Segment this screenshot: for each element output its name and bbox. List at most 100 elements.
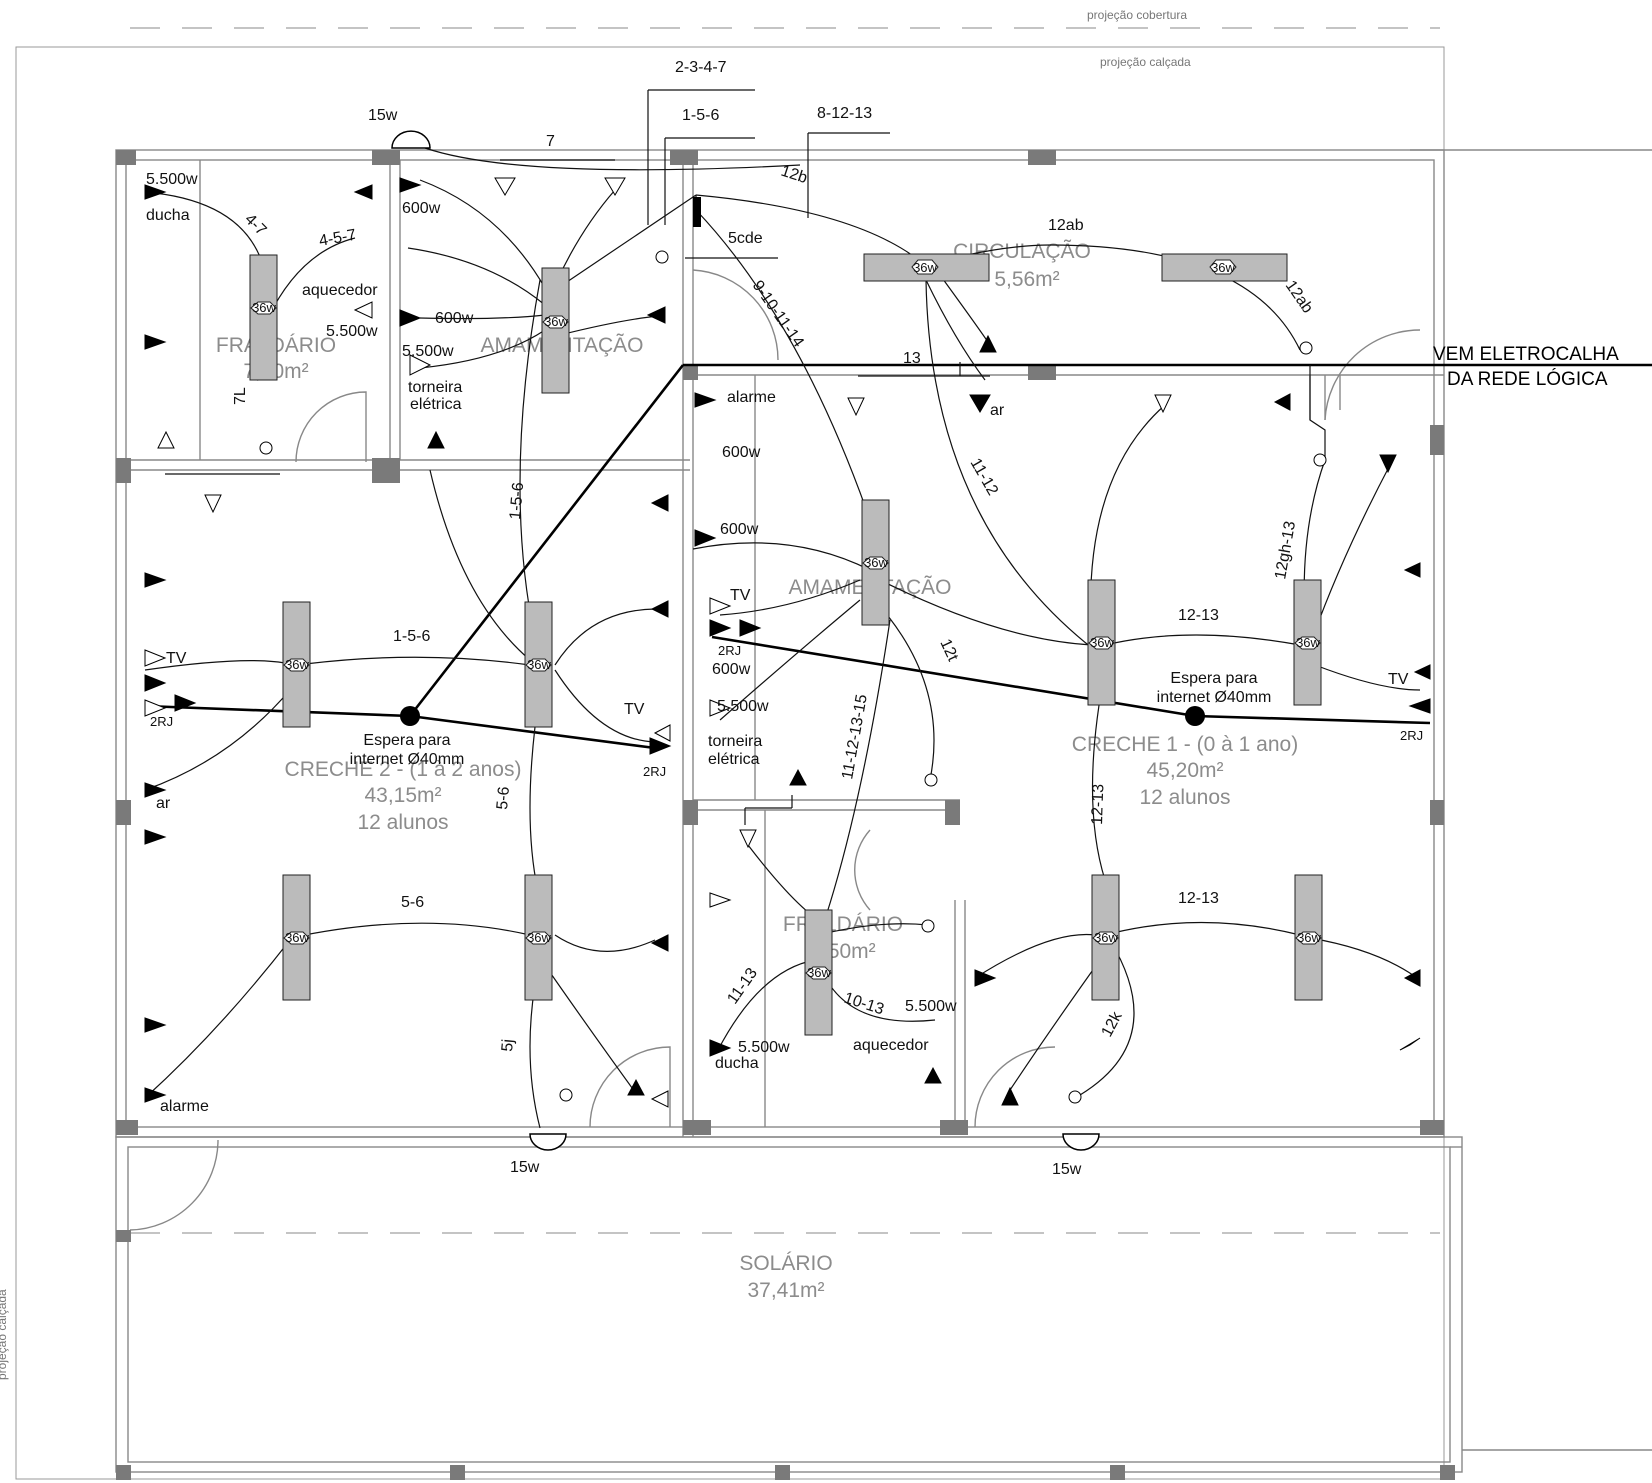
switches-and-wall-lights — [259, 130, 1327, 1151]
fixture-ducha-1: ducha — [146, 207, 190, 224]
creche-1-name: CRECHE 1 - (0 à 1 ano) — [1072, 733, 1298, 756]
load-5500-f: 5.500w — [738, 1039, 790, 1056]
svg-text:36w: 36w — [285, 657, 309, 672]
fixture-tv-2: TV — [730, 587, 751, 604]
circuit-12ab-b: 12ab — [1282, 278, 1316, 317]
svg-text:36w: 36w — [807, 965, 831, 980]
outlet-fraldario-shower — [144, 184, 167, 200]
circuit-12ab: 12ab — [1048, 217, 1084, 234]
lamp-creche1-c: 36w — [1091, 874, 1120, 1001]
projection-cover-label: projeção cobertura — [1087, 8, 1187, 22]
svg-text:36w: 36w — [285, 930, 309, 945]
svg-text:36w: 36w — [1297, 930, 1321, 945]
lamp-circulacao-1: 36w — [863, 253, 990, 282]
circuit-labels: 2-3-4-7 1-5-6 8-12-13 12b 5cde 12ab 12ab… — [232, 59, 1316, 1052]
internet-outlet-right-dot — [1185, 706, 1205, 726]
outlet-7a — [353, 184, 373, 200]
creche-2-name: CRECHE 2 - (1 à 2 anos) — [285, 758, 522, 781]
svg-text:36w: 36w — [544, 314, 568, 329]
circuit-2347: 2-3-4-7 — [675, 59, 727, 76]
lamp-creche2-c: 36w — [282, 874, 311, 1001]
lamp-circulacao-2: 36w — [1161, 253, 1288, 282]
svg-text:36w: 36w — [527, 657, 551, 672]
room-labels: FRALDÁRIO 7,00m² AMAMENTAÇÃO CIRCULAÇÃO … — [216, 239, 1298, 1302]
circuit-12b: 12b — [779, 163, 810, 187]
svg-text:36w: 36w — [1090, 635, 1114, 650]
load-5500-e: 5.500w — [905, 998, 957, 1015]
load-600-d: 600w — [720, 521, 759, 538]
lamp-creche1-a: 36w — [1087, 579, 1116, 706]
circuit-5cde: 5cde — [728, 230, 763, 247]
circuit-156: 1-5-6 — [682, 107, 719, 124]
creche-2-area: 43,15m² — [364, 784, 441, 807]
fixture-ar-2: ar — [156, 795, 171, 812]
circuit-4-7: 4-7 — [241, 211, 269, 239]
svg-text:36w: 36w — [913, 260, 937, 275]
wiring — [144, 89, 1421, 1129]
circuit-1-5-6: 1-5-6 — [393, 628, 430, 645]
load-600-b: 600w — [435, 310, 474, 327]
load-15w-c: 15w — [1052, 1161, 1082, 1178]
circuit-10-13: 10-13 — [842, 990, 886, 1019]
circuit-4-5-7: 4-5-7 — [318, 227, 358, 250]
circuit-5-6-vertical: 5-6 — [494, 786, 513, 811]
circuit-1-5-6-vertical: 1-5-6 — [507, 482, 527, 521]
tray-label-line2: DA REDE LÓGICA — [1447, 368, 1608, 390]
load-600-c: 600w — [722, 444, 761, 461]
fixture-ar-1: ar — [990, 402, 1005, 419]
circuit-7L: 7L — [232, 387, 249, 405]
outlet-right-line2: internet Ø40mm — [1157, 689, 1272, 706]
load-15w-a: 15w — [368, 107, 398, 124]
outlets — [144, 177, 1431, 1108]
svg-text:36w: 36w — [1094, 930, 1118, 945]
lamp-amamentacao-1: 36w — [541, 267, 570, 394]
load-5500-b: 5.500w — [326, 323, 378, 340]
load-600-a: 600w — [402, 200, 441, 217]
load-labels: 5.500w 5.500w 5.500w 5.500w 5.500w 5.500… — [146, 107, 1423, 1178]
fixture-torneira-2a: torneira — [708, 733, 762, 750]
lamp-creche1-b: 36w — [1293, 579, 1322, 706]
solario-name: SOLÁRIO — [739, 1252, 832, 1275]
circuit-12-13-b: 12-13 — [1089, 784, 1107, 826]
lamp-creche2-a: 36w — [282, 601, 311, 728]
svg-text:36w: 36w — [527, 930, 551, 945]
fixture-alarme-1: alarme — [727, 389, 776, 406]
circuit-11-12: 11-12 — [967, 456, 1002, 499]
circuit-11-12-13-15: 11-12-13-15 — [839, 693, 871, 781]
circuit-12-13: 12-13 — [1178, 607, 1219, 624]
load-600-e: 600w — [712, 661, 751, 678]
load-5500-a: 5.500w — [146, 171, 198, 188]
fixture-tv-3: TV — [624, 701, 645, 718]
lamp-fraldario-1: 36w — [249, 254, 278, 381]
load-5500-c: 5.500w — [402, 343, 454, 360]
tray-label-line1: VEM ELETROCALHA — [1433, 344, 1619, 365]
lamp-creche1-d: 36w — [1294, 874, 1323, 1001]
columns — [116, 150, 1455, 1480]
creche-2-students: 12 alunos — [357, 811, 448, 834]
outlet-right-line1: Espera para — [1170, 670, 1257, 687]
svg-text:36w: 36w — [1296, 635, 1320, 650]
circulacao-area: 5,56m² — [994, 268, 1059, 291]
fixture-rj-3: 2RJ — [643, 764, 666, 779]
circuit-5-6: 5-6 — [401, 894, 424, 911]
projection-sidewalk-side-label: projeção calçada — [0, 1289, 9, 1380]
lamp-fraldario-2: 36w — [804, 909, 833, 1036]
fixture-torneira-2b: elétrica — [708, 751, 760, 768]
solario-area: 37,41m² — [747, 1279, 824, 1302]
lamp-creche2-b: 36w — [524, 601, 553, 728]
circuit-7: 7 — [546, 133, 555, 150]
svg-text:36w: 36w — [1211, 260, 1235, 275]
circuit-5j: 5j — [499, 1038, 517, 1052]
fixture-torneira-1b: elétrica — [410, 396, 462, 413]
lamp-amamentacao-2: 36w — [861, 499, 890, 626]
svg-text:36w: 36w — [252, 300, 276, 315]
fixture-rj-4: 2RJ — [1400, 728, 1423, 743]
internet-outlet-left-dot — [400, 706, 420, 726]
circuit-13: 13 — [903, 350, 921, 367]
circuit-12-13-c: 12-13 — [1178, 890, 1219, 907]
fixture-rj-1: 2RJ — [150, 714, 173, 729]
fixture-aquecedor-2: aquecedor — [853, 1037, 929, 1054]
load-15w-b: 15w — [510, 1159, 540, 1176]
creche-1-area: 45,20m² — [1146, 759, 1223, 782]
